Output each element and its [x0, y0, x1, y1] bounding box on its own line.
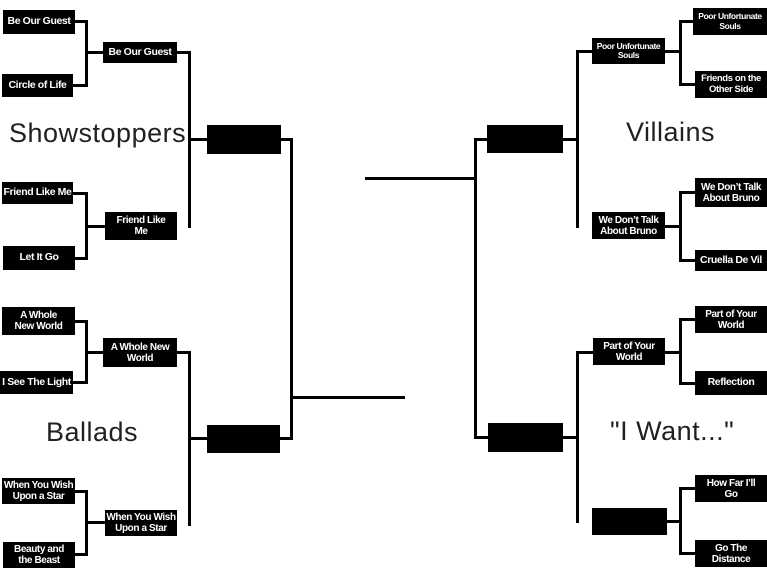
connector-line	[576, 50, 592, 53]
region-label-villains: Villains	[626, 117, 716, 147]
connector-line	[85, 51, 103, 54]
connector-line	[75, 553, 88, 556]
r1-part-of-your-world[interactable]: Part of Your World	[695, 306, 767, 333]
r1-let-it-go[interactable]: Let It Go	[3, 246, 75, 270]
r1-a-whole-new-world[interactable]: A Whole New World	[2, 307, 75, 335]
region-label-showstoppers: Showstoppers	[9, 118, 187, 148]
connector-line	[679, 382, 695, 385]
r2-winner-empty[interactable]	[592, 508, 667, 535]
connector-line	[679, 83, 695, 86]
connector-line	[679, 259, 695, 262]
r1-poor-unfortunate-souls[interactable]: Poor Unfortunate Souls	[693, 8, 767, 35]
r2-winner-be-our-guest[interactable]: Be Our Guest	[103, 42, 177, 63]
connector-line	[665, 50, 682, 53]
connector-line	[188, 437, 207, 440]
connector-line	[667, 520, 682, 523]
sf-winner-i-want[interactable]	[488, 423, 563, 452]
r1-go-the-distance[interactable]: Go The Distance	[695, 540, 767, 567]
r1-when-you-wish-upon-a-star[interactable]: When You Wish Upon a Star	[2, 478, 75, 504]
connector-line	[281, 138, 293, 141]
connector-line	[563, 138, 579, 141]
sf-winner-showstoppers[interactable]	[207, 125, 281, 154]
connector-line	[85, 225, 105, 228]
connector-line	[75, 490, 88, 493]
connector-line	[665, 225, 682, 228]
region-label-i-want: "I Want..."	[610, 416, 735, 446]
r1-be-our-guest[interactable]: Be Our Guest	[3, 10, 75, 34]
connector-line	[679, 318, 695, 321]
final-line-left	[290, 396, 405, 399]
r2-winner-part-of-your-world[interactable]: Part of Your World	[593, 338, 665, 365]
connector-line	[679, 487, 695, 490]
connector-line	[73, 84, 88, 87]
r2-winner-we-dont-talk-about-bruno[interactable]: We Don’t Talk About Bruno	[592, 212, 665, 239]
connector-line	[474, 138, 487, 141]
connector-line	[73, 192, 88, 195]
r2-winner-poor-unfortunate-souls[interactable]: Poor Unfortunate Souls	[592, 38, 665, 64]
connector-line	[75, 20, 88, 23]
r1-beauty-and-the-beast[interactable]: Beauty and the Beast	[3, 542, 75, 568]
connector-line	[679, 20, 682, 86]
r2-winner-friend-like-me[interactable]: Friend Like Me	[105, 212, 177, 240]
final-line-right	[365, 177, 477, 180]
connector-line	[177, 51, 191, 54]
connector-line	[665, 351, 682, 354]
connector-line	[563, 436, 579, 439]
connector-line	[474, 138, 477, 439]
r1-we-dont-talk-about-bruno[interactable]: We Don’t Talk About Bruno	[695, 178, 767, 207]
sf-winner-villains[interactable]	[487, 125, 563, 153]
connector-line	[75, 320, 88, 323]
connector-line	[679, 20, 693, 23]
connector-line	[73, 381, 88, 384]
r1-how-far-ill-go[interactable]: How Far I’ll Go	[695, 475, 767, 502]
r1-reflection[interactable]: Reflection	[695, 371, 767, 395]
r1-i-see-the-light[interactable]: I See The Light	[0, 371, 73, 394]
connector-line	[177, 351, 191, 354]
connector-line	[679, 552, 695, 555]
region-label-ballads: Ballads	[46, 417, 139, 447]
sf-winner-ballads[interactable]	[207, 425, 280, 453]
connector-line	[290, 138, 293, 440]
connector-line	[576, 351, 593, 354]
connector-line	[474, 436, 491, 439]
r2-winner-when-you-wish-upon-a-star[interactable]: When You Wish Upon a Star	[105, 510, 177, 536]
connector-line	[85, 521, 105, 524]
connector-line	[280, 437, 293, 440]
r2-winner-a-whole-new-world[interactable]: A Whole New World	[103, 338, 177, 367]
connector-line	[188, 138, 207, 141]
connector-line	[75, 257, 88, 260]
connector-line	[85, 351, 103, 354]
r1-friend-like-me[interactable]: Friend Like Me	[2, 182, 73, 204]
r1-cruella-de-vil[interactable]: Cruella De Vil	[695, 250, 767, 271]
connector-line	[679, 191, 695, 194]
r1-circle-of-life[interactable]: Circle of Life	[2, 74, 73, 97]
r1-friends-on-the-other-side[interactable]: Friends on the Other Side	[695, 71, 767, 98]
